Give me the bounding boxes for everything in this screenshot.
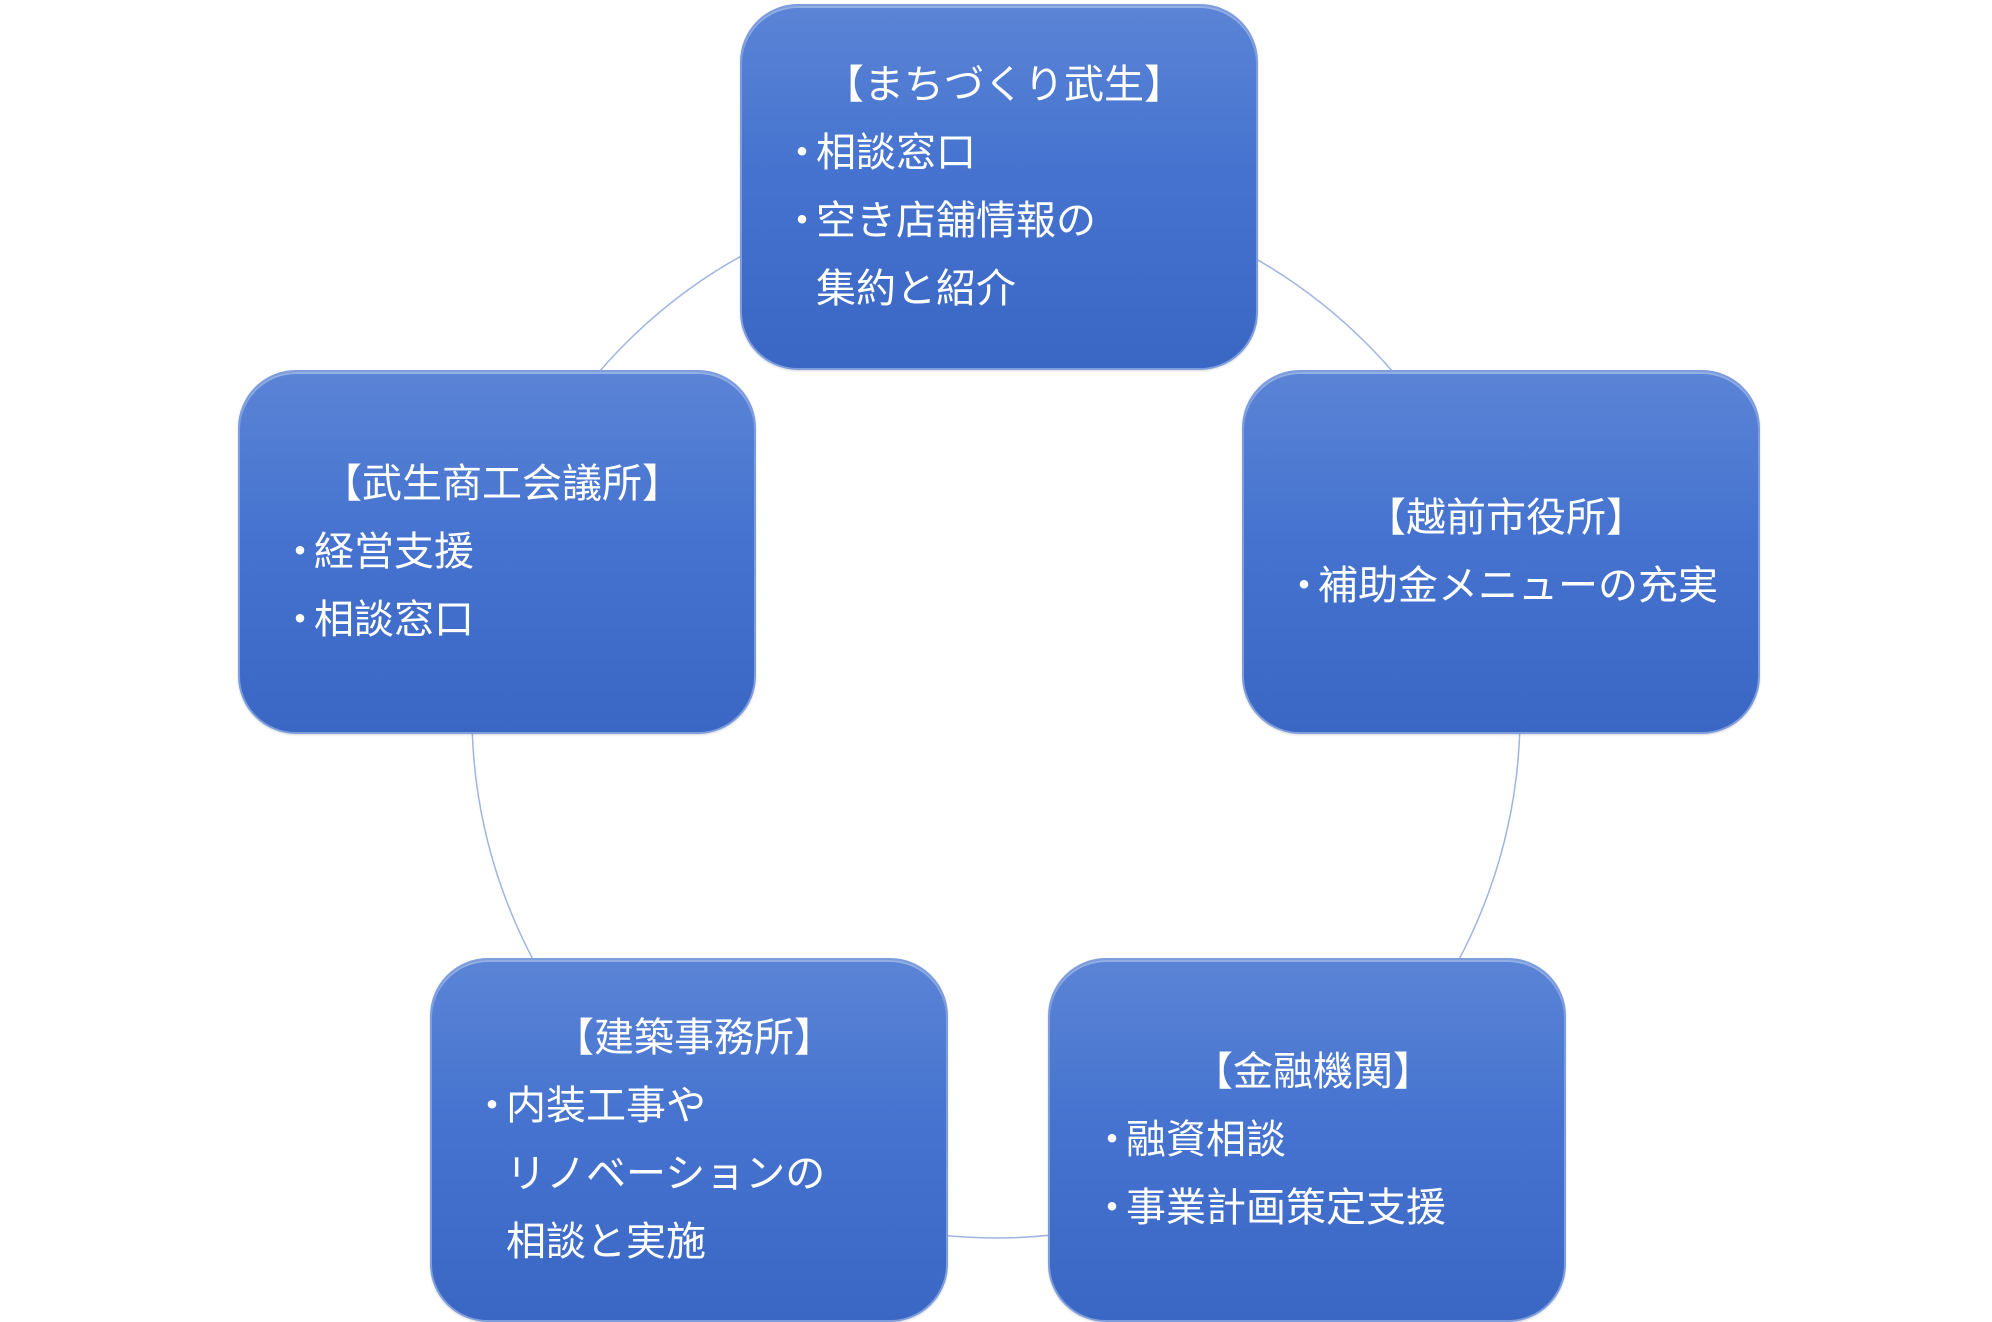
bullet-mark: ・ [1284, 563, 1324, 609]
node-title: 【越前市役所】 [1366, 495, 1646, 541]
node-architect: 【建築事務所】・内装工事やリノベーションの相談と実施 [430, 958, 948, 1322]
bullet-mark: ・ [782, 130, 822, 176]
node-item-text: 融資相談 [1126, 1117, 1286, 1163]
node-title: 【武生商工会議所】 [322, 461, 682, 507]
bullet-mark: ・ [472, 1083, 512, 1129]
node-item-text: 空き店舗情報の [816, 198, 1096, 244]
bullet-mark: ・ [782, 198, 822, 244]
node-list-item: ・相談窓口 [280, 586, 724, 654]
bullet-mark: ・ [1092, 1117, 1132, 1163]
node-item-text: 相談と実施 [506, 1219, 706, 1265]
node-chamber: 【武生商工会議所】・経営支援・相談窓口 [238, 370, 756, 734]
node-item-text: リノベーションの [506, 1151, 826, 1197]
node-list-item: ・融資相談 [1092, 1106, 1534, 1174]
node-list-item: ・空き店舗情報の集約と紹介 [782, 187, 1226, 323]
node-list-item: ・経営支援 [280, 518, 724, 586]
node-item-text: 内装工事や [506, 1083, 706, 1129]
node-title: 【金融機関】 [1193, 1049, 1433, 1095]
node-item-text: 相談窓口 [314, 597, 474, 643]
node-list-item: ・補助金メニューの充実 [1284, 552, 1728, 620]
node-item-text: 集約と紹介 [816, 266, 1016, 312]
bullet-mark: ・ [1092, 1185, 1132, 1231]
node-machizukuri: 【まちづくり武生】・相談窓口・空き店舗情報の集約と紹介 [740, 4, 1258, 370]
node-list-item: ・内装工事やリノベーションの相談と実施 [472, 1072, 916, 1276]
node-list-item: ・相談窓口 [782, 119, 1226, 187]
node-list-item: ・事業計画策定支援 [1092, 1174, 1534, 1242]
node-city-office: 【越前市役所】・補助金メニューの充実 [1242, 370, 1760, 734]
node-item-text: 補助金メニューの充実 [1318, 563, 1718, 609]
node-item-text: 相談窓口 [816, 130, 976, 176]
node-financial: 【金融機関】・融資相談・事業計画策定支援 [1048, 958, 1566, 1322]
bullet-mark: ・ [280, 597, 320, 643]
node-title: 【まちづくり武生】 [824, 62, 1184, 108]
node-item-text: 経営支援 [314, 529, 474, 575]
node-title: 【建築事務所】 [554, 1015, 834, 1061]
bullet-mark: ・ [280, 529, 320, 575]
node-item-text: 事業計画策定支援 [1126, 1185, 1446, 1231]
